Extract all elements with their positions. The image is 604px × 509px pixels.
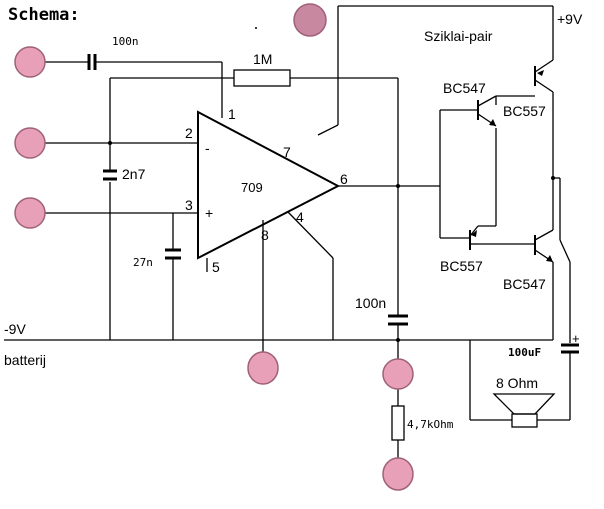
transistor-bc547-lower: BC547 [503, 178, 554, 292]
pad-bottom [382, 457, 414, 491]
svg-text:1M: 1M [253, 51, 272, 67]
label-minus9v: -9V [4, 321, 26, 337]
capacitor-100uf: 100uF + [508, 331, 580, 359]
svg-text:6: 6 [340, 171, 348, 187]
svg-text:BC557: BC557 [440, 258, 483, 274]
pad-pin8 [247, 351, 279, 385]
resistor-4k7: 4,7kOhm [391, 405, 454, 441]
svg-text:100n: 100n [355, 295, 386, 311]
svg-text:+: + [205, 205, 213, 221]
speaker-8ohm: 8 Ohm [492, 375, 556, 428]
svg-text:4: 4 [296, 209, 304, 225]
svg-text:BC547: BC547 [503, 276, 546, 292]
opamp-709: - + 709 1 2 3 4 5 6 7 8 [185, 106, 348, 275]
svg-text:5: 5 [212, 259, 220, 275]
label-plus9v: +9V [557, 11, 583, 27]
svg-text:100uF: 100uF [508, 346, 541, 359]
svg-text:8: 8 [261, 227, 269, 243]
wires [4, 5, 571, 462]
svg-text:1: 1 [228, 106, 236, 122]
svg-text:709: 709 [241, 180, 263, 195]
svg-text:8 Ohm: 8 Ohm [496, 375, 538, 391]
pad-input-3 [14, 197, 46, 229]
pad-input-2 [14, 127, 46, 159]
schema-title: Schema: [8, 5, 80, 25]
svg-text:2: 2 [185, 125, 193, 141]
transistor-bc547-upper: BC547 [443, 80, 497, 127]
svg-text:BC547: BC547 [443, 80, 486, 96]
resistor-1m: 1M [233, 51, 291, 87]
pad-input-top [14, 46, 46, 78]
svg-text:3: 3 [185, 197, 193, 213]
capacitor-27n: 27n [133, 248, 181, 269]
junctions [108, 141, 555, 342]
svg-text:+: + [572, 331, 580, 346]
transistor-bc557-lower: BC557 [440, 225, 483, 274]
svg-text:27n: 27n [133, 256, 153, 269]
transistor-bc557-upper: BC557 [503, 59, 554, 119]
svg-text:7: 7 [283, 144, 291, 160]
svg-text:-: - [205, 140, 210, 156]
svg-text:4,7kOhm: 4,7kOhm [407, 418, 454, 431]
connection-pads [14, 3, 414, 491]
svg-text:100n: 100n [112, 35, 139, 48]
capacitor-100n-output: 100n [355, 295, 408, 326]
svg-text:BC557: BC557 [503, 103, 546, 119]
pad-output [382, 358, 414, 390]
capacitor-100n-input: 100n [87, 35, 139, 70]
svg-text:2n7: 2n7 [122, 166, 146, 182]
label-batterij: batterij [4, 352, 46, 368]
pad-top [293, 3, 327, 37]
label-sziklai: Sziklai-pair [424, 28, 493, 44]
capacitor-2n7: 2n7 [103, 166, 146, 182]
